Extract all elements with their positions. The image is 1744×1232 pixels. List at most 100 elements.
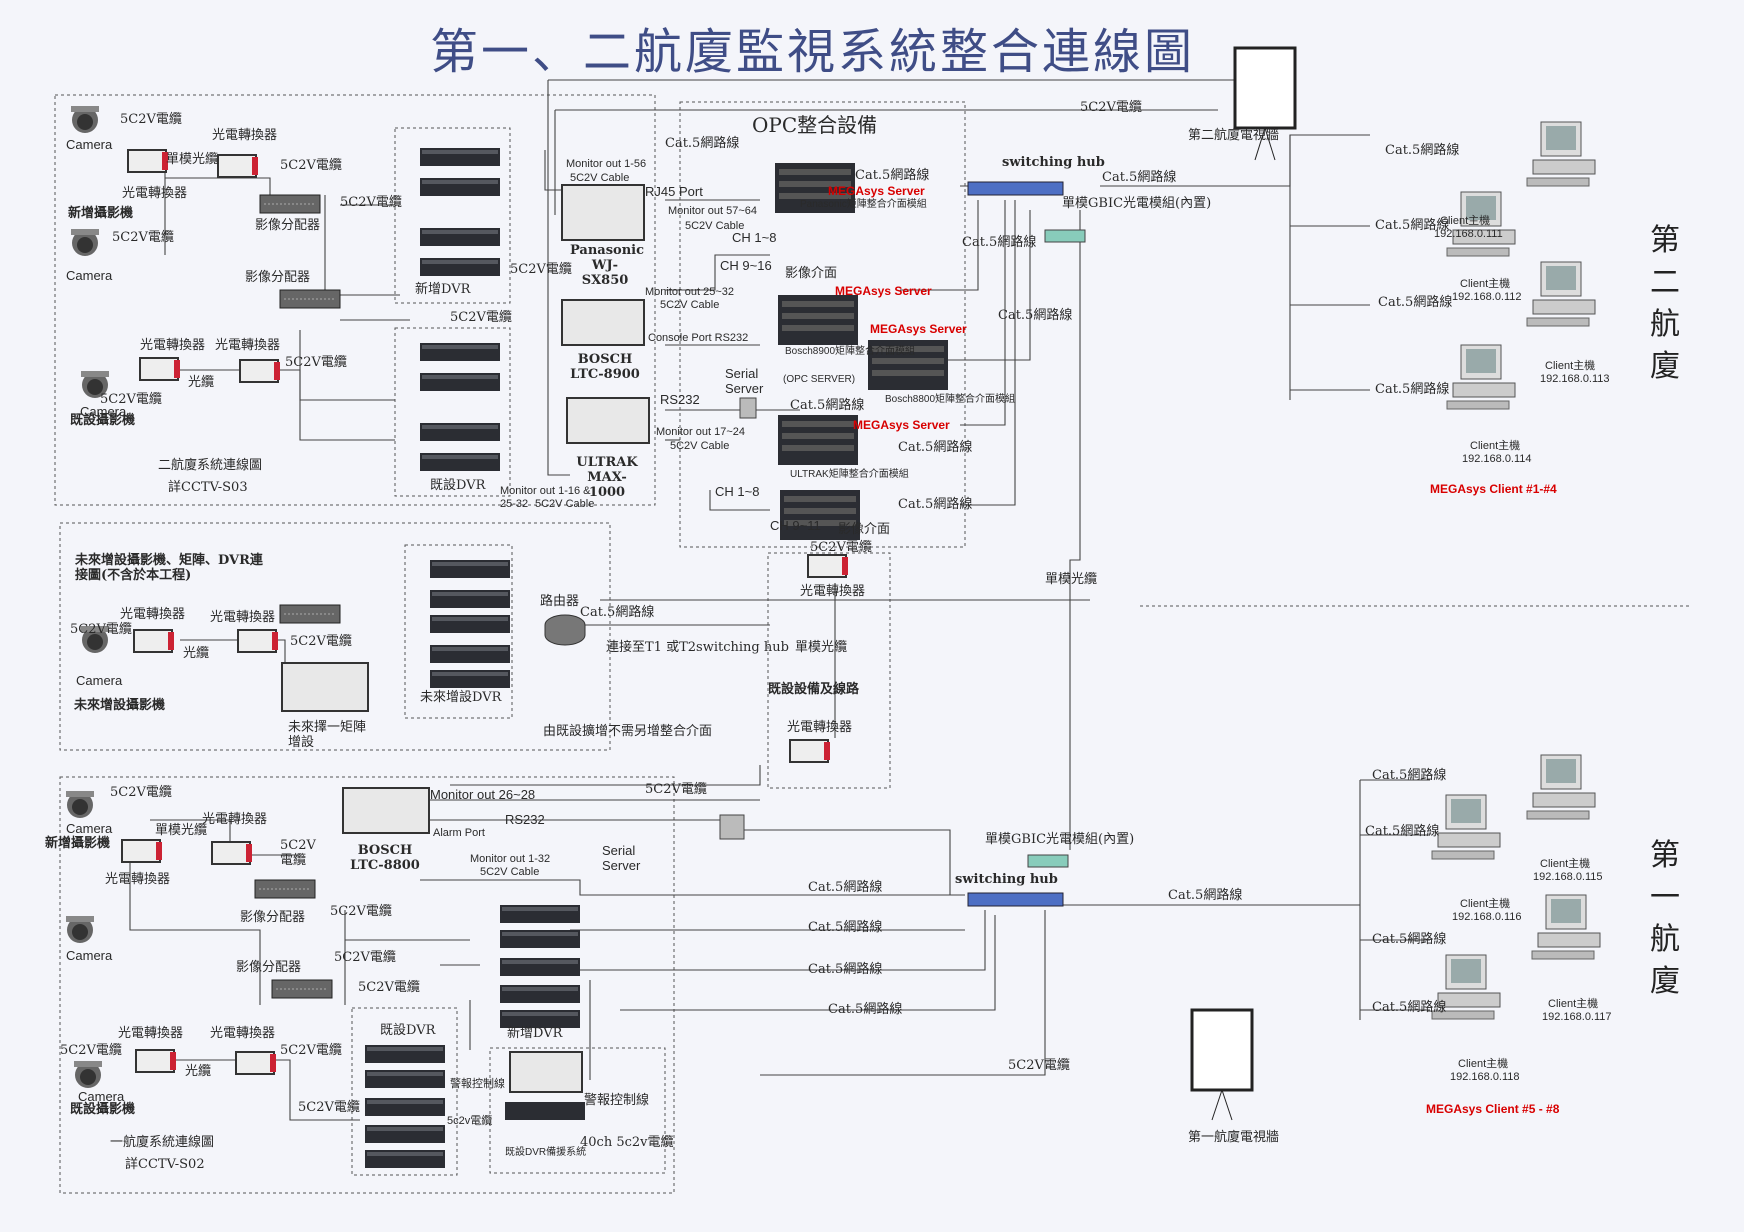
client-ip-112: 192.168.0.112 — [1452, 291, 1522, 303]
client-label: Client主機 — [1470, 440, 1521, 452]
alarm-control-label: 警報控制線 — [450, 1078, 505, 1090]
cable-label: 5C2V電纜 — [70, 622, 132, 637]
t2-ref-label: 詳CCTV-S03 — [168, 480, 248, 495]
cat5-label: Cat.5網路線 — [898, 497, 973, 512]
cat5-label: Cat.5網路線 — [808, 880, 883, 895]
cable-label: 5C2V Cable — [480, 866, 540, 878]
camera-label: Camera — [66, 821, 113, 836]
cat5-label: Cat.5網路線 — [1372, 932, 1447, 947]
cat5-label: Cat.5網路線 — [855, 168, 930, 183]
single-mode-fiber-label: 單模光纜 — [795, 640, 848, 655]
ultrak-label: ULTRAK MAX-1000 — [576, 455, 638, 500]
bosch8800-label: BOSCH LTC-8800 — [350, 843, 420, 873]
camera-label: Camera — [76, 673, 123, 688]
converter-label: 光電轉換器 — [210, 610, 276, 625]
cat5-label: Cat.5網路線 — [808, 962, 883, 977]
fiber-label: 光纜 — [185, 1064, 212, 1079]
cat5-label: Cat.5網路線 — [1378, 295, 1453, 310]
new-dvr-label: 新增DVR — [415, 282, 471, 297]
terminal-1-label: 第一航廈 — [1650, 838, 1680, 999]
cat5-label: Cat.5網路線 — [580, 605, 655, 620]
ultrak-module: ULTRAK矩陣整合介面模組 — [790, 469, 909, 480]
cat5-label: Cat.5網路線 — [1168, 888, 1243, 903]
monitor-out-1-32: Monitor out 1-32 — [470, 853, 551, 865]
40ch-cable-label: 40ch 5c2v電纜 — [580, 1135, 674, 1150]
client-ip-118: 192.168.0.118 — [1450, 1071, 1520, 1083]
page-title: 第一、二航廈監視系統整合連線圖 — [430, 24, 1196, 80]
new-camera-label: 新增攝影機 — [45, 836, 111, 851]
client-label: Client主機 — [1545, 360, 1596, 372]
converter-label: 光電轉換器 — [202, 812, 268, 827]
video-interface-label: 影像介面 — [785, 266, 838, 281]
new-camera-label: 新增攝影機 — [68, 206, 134, 221]
monitor-out-1-16: Monitor out 1-16 & — [500, 485, 591, 497]
future-matrix-label: 未來擇一矩陣增設 — [288, 720, 367, 750]
cable-label: 5C2V Cable — [685, 220, 745, 232]
cable-label: 5C2V Cable — [670, 440, 730, 452]
panasonic-module: Panasonic矩陣整合介面模組 — [800, 199, 927, 210]
client-group-t1: MEGAsys Client #5 - #8 — [1426, 1102, 1560, 1116]
bosch8900-module: Bosch8900矩陣整合介面模組 — [785, 346, 916, 357]
splitter-label: 影像分配器 — [240, 910, 306, 925]
camera-label: Camera — [80, 404, 127, 419]
switching-hub-t2: switching hub — [1002, 155, 1105, 170]
converter-label: 光電轉換器 — [122, 186, 188, 201]
switching-hub-t1: switching hub — [955, 872, 1058, 887]
cat5-label: Cat.5網路線 — [1365, 824, 1440, 839]
t1-system-label: 一航廈系統連線圖 — [110, 1135, 215, 1150]
converter-label: 光電轉換器 — [140, 338, 206, 353]
gbic-t2: 單模GBIC光電模組(內置) — [1062, 196, 1212, 211]
panasonic-label: Panasonic WJ-SX850 — [570, 243, 645, 288]
cat5-label: Cat.5網路線 — [1385, 143, 1460, 158]
monitor-out-1-56: Monitor out 1-56 — [566, 158, 647, 170]
megasys-server-4: MEGAsys Server — [853, 418, 950, 432]
cable-label: 5C2V電纜 — [120, 112, 182, 127]
existing-dvr-label: 既設DVR — [380, 1023, 436, 1038]
client-label: Client主機 — [1548, 998, 1599, 1010]
ch-1-8-label: CH 1~8 — [715, 484, 760, 499]
monitor-out-26-28: Monitor out 26~28 — [430, 787, 536, 802]
converter-label: 光電轉換器 — [118, 1026, 184, 1041]
single-mode-fiber-label: 單模光纜 — [166, 152, 219, 167]
gbic-t1: 單模GBIC光電模組(內置) — [985, 832, 1135, 847]
cable-label: 5C2V電纜 — [645, 782, 707, 797]
monitor-out-25-32: Monitor out 25~32 — [645, 286, 734, 298]
client-label: Client主機 — [1460, 898, 1511, 910]
camera-label: Camera — [66, 137, 113, 152]
client-label: Client主機 — [1460, 278, 1511, 290]
ch-9-11-label: CH 9~11 — [770, 518, 821, 533]
cable-label: 5C2V電纜 — [280, 158, 342, 173]
connection-lines — [129, 79, 1430, 1121]
cable-label: 5C2V電纜 — [280, 838, 316, 868]
client-ip-111: 192.168.0.111 — [1434, 228, 1503, 240]
cat5-label: Cat.5網路線 — [808, 920, 883, 935]
converter-label: 光電轉換器 — [212, 128, 278, 143]
monitor-out-57-64: Monitor out 57~64 — [668, 205, 757, 217]
rj45-label: RJ45 Port — [645, 184, 703, 199]
existing-lines-label: 既設設備及線路 — [768, 682, 860, 697]
cable-label: 5C2V電纜 — [298, 1100, 360, 1115]
matrix-boxes — [281, 181, 1086, 1120]
converter-label: 光電轉換器 — [800, 584, 866, 599]
cable-label: 5C2V電纜 — [450, 310, 512, 325]
cat5-label: Cat.5網路線 — [665, 136, 740, 151]
client-label: Client主機 — [1440, 215, 1491, 227]
video-interface-label: 影像介面 — [838, 522, 891, 537]
cat5-label: Cat.5網路線 — [1372, 768, 1447, 783]
console-port-label: Console Port RS232 — [648, 332, 749, 344]
monitor-out-25-32b: 25-32 — [500, 498, 529, 510]
fiber-label: 光纜 — [188, 375, 215, 390]
alarm-control-label-2: 警報控制線 — [584, 1093, 650, 1108]
t2-wall-label: 第二航廈電視牆 — [1188, 128, 1280, 143]
future-camera-label: 未來增設攝影機 — [74, 698, 166, 713]
cable-label: 5C2V電纜 — [334, 950, 396, 965]
cable-label: 5C2V電纜 — [510, 262, 572, 277]
opc-title: OPC整合設備 — [752, 113, 878, 137]
cable-label: 5C2V電纜 — [100, 392, 162, 407]
router-label: 路由器 — [540, 594, 580, 609]
existing-dvr-label: 既設DVR — [430, 478, 486, 493]
bosch8900-label: BOSCH LTC-8900 — [570, 352, 640, 382]
bosch8800-module: Bosch8800矩陣整合介面模組 — [885, 394, 1016, 405]
cable-label: 5C2V電纜 — [810, 540, 872, 555]
cat5-label: Cat.5網路線 — [1375, 218, 1450, 233]
